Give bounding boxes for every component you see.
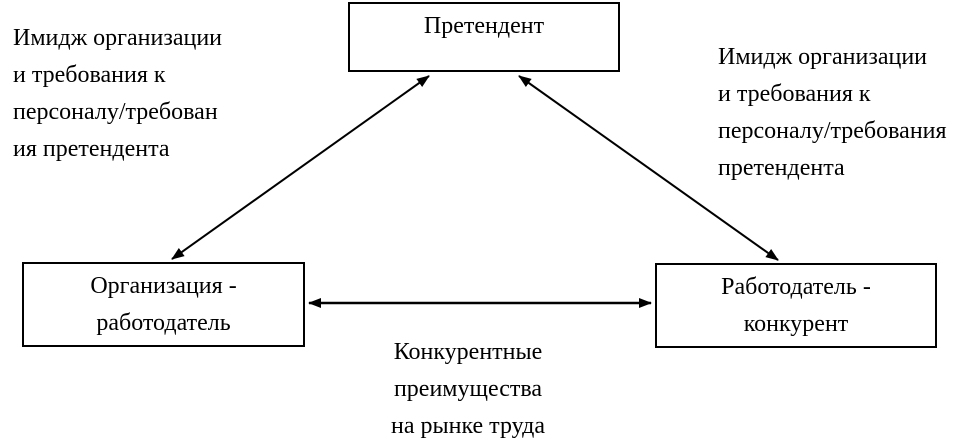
annotation-right-line3: персоналу/требования	[718, 118, 947, 144]
annotation-bottom-line2: преимущества	[393, 376, 543, 402]
annotation-bottom-line3: на рынке труда	[391, 413, 545, 439]
annotation-left-line4: ия претендента	[13, 136, 170, 162]
node-competitor-label-line2: конкурент	[743, 310, 849, 337]
node-employer-label-line2: работодатель	[96, 309, 231, 336]
node-employer-label-line1: Организация -	[90, 272, 237, 299]
annotation-right: Имидж организации и требования к персона…	[718, 39, 947, 187]
annotation-right-line4: претендента	[718, 155, 845, 181]
node-employer-organization: Организация - работодатель	[22, 262, 305, 347]
node-applicant: Претендент	[348, 2, 620, 72]
node-competitor-employer: Работодатель - конкурент	[655, 263, 937, 348]
annotation-left-line3: персоналу/требован	[13, 99, 218, 125]
annotation-right-line1: Имидж организации	[718, 44, 928, 70]
node-applicant-label: Претендент	[423, 13, 545, 39]
annotation-left-line1: Имидж организации	[13, 25, 223, 51]
annotation-bottom-line1: Конкурентные	[393, 339, 543, 365]
annotation-left-line2: и требования к	[13, 62, 166, 88]
annotation-bottom: Конкурентные преимущества на рынке труда	[340, 334, 596, 441]
annotation-left: Имидж организации и требования к персона…	[13, 20, 222, 168]
node-competitor-label-line1: Работодатель -	[721, 273, 871, 300]
annotation-right-line2: и требования к	[718, 81, 871, 107]
